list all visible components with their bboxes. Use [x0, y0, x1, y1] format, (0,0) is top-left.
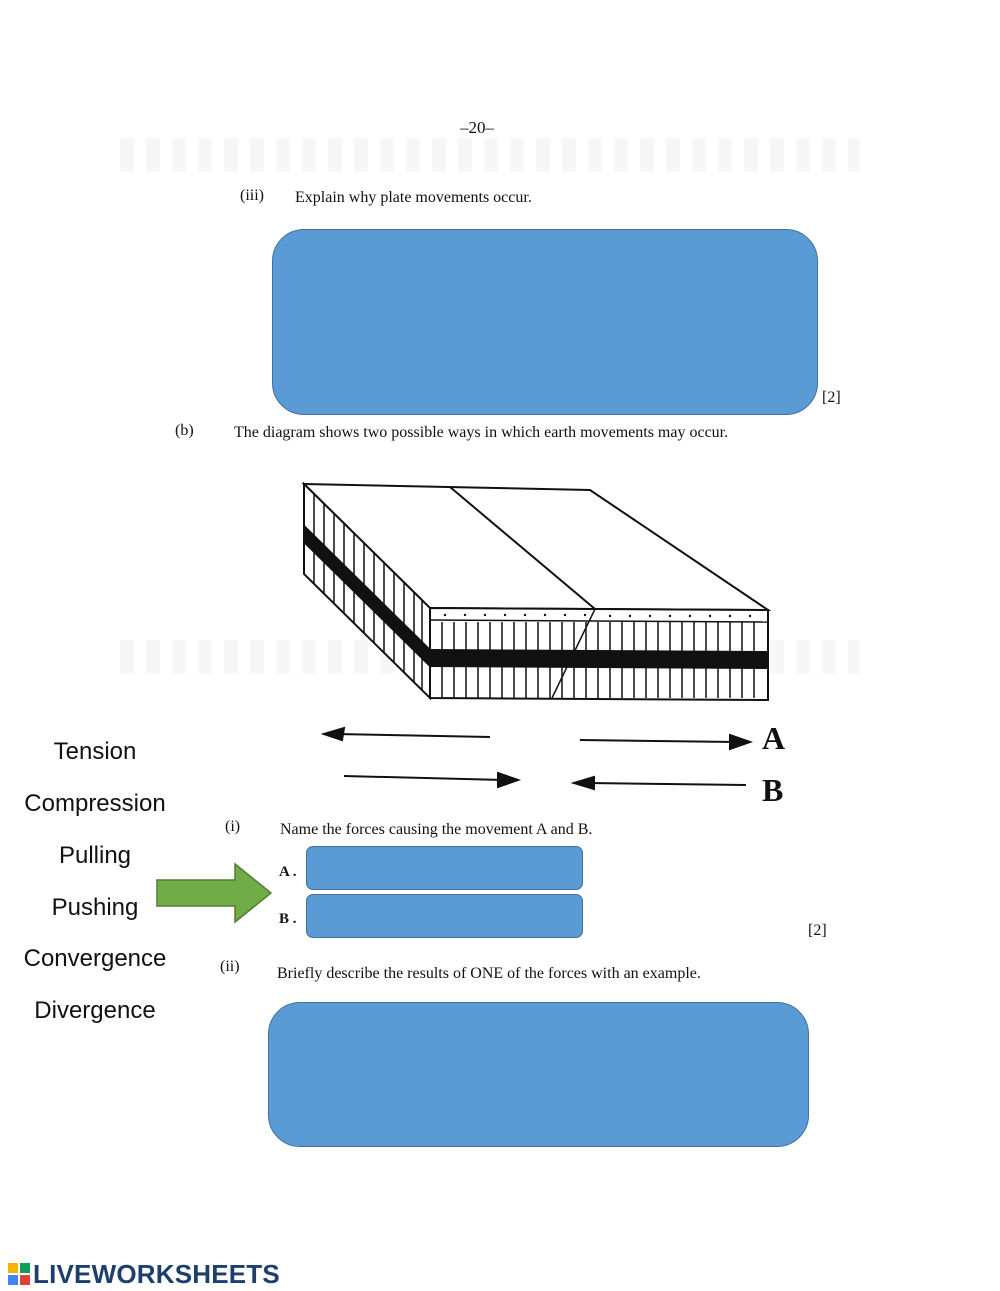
green-arrow-icon: [156, 862, 273, 924]
logo-text: LIVEWORKSHEETS: [33, 1258, 280, 1289]
word-bank-item[interactable]: Compression: [24, 790, 166, 817]
word-bank-item[interactable]: Pushing: [51, 894, 139, 921]
question-i-number: (i): [225, 818, 241, 835]
word-bank-item[interactable]: Pulling: [58, 842, 132, 869]
answer-box-iii[interactable]: [272, 229, 818, 415]
word-bank-item[interactable]: Divergence: [34, 997, 156, 1024]
answer-label-b: B .: [279, 911, 297, 927]
logo-icon: [8, 1263, 30, 1285]
scan-artifact: [120, 138, 860, 172]
force-arrows: [320, 726, 754, 791]
question-b-letter: (b): [175, 422, 194, 439]
answer-label-a: A .: [279, 864, 297, 880]
question-iii-text: Explain why plate movements occur.: [295, 189, 532, 206]
diagram-label-a: A: [762, 720, 786, 756]
liveworksheets-logo: LIVEWORKSHEETS: [8, 1258, 280, 1290]
question-ii-text: Briefly describe the results of ONE of t…: [277, 965, 701, 982]
question-i-marks: [2]: [808, 922, 827, 939]
question-b-text: The diagram shows two possible ways in w…: [234, 424, 729, 441]
question-iii-marks: [2]: [822, 389, 841, 406]
word-bank-item[interactable]: Tension: [53, 738, 137, 765]
diagram-label-b: B: [762, 772, 784, 808]
word-bank-item[interactable]: Convergence: [23, 945, 167, 972]
question-iii-number: (iii): [240, 187, 264, 204]
earth-movement-diagram: [301, 481, 772, 702]
question-ii-number: (ii): [220, 958, 240, 975]
answer-box-ii[interactable]: [268, 1002, 809, 1147]
answer-field-a[interactable]: [306, 846, 583, 890]
answer-field-b[interactable]: [306, 894, 583, 938]
page-number: –20–: [460, 118, 494, 137]
question-i-text: Name the forces causing the movement A a…: [280, 821, 593, 838]
